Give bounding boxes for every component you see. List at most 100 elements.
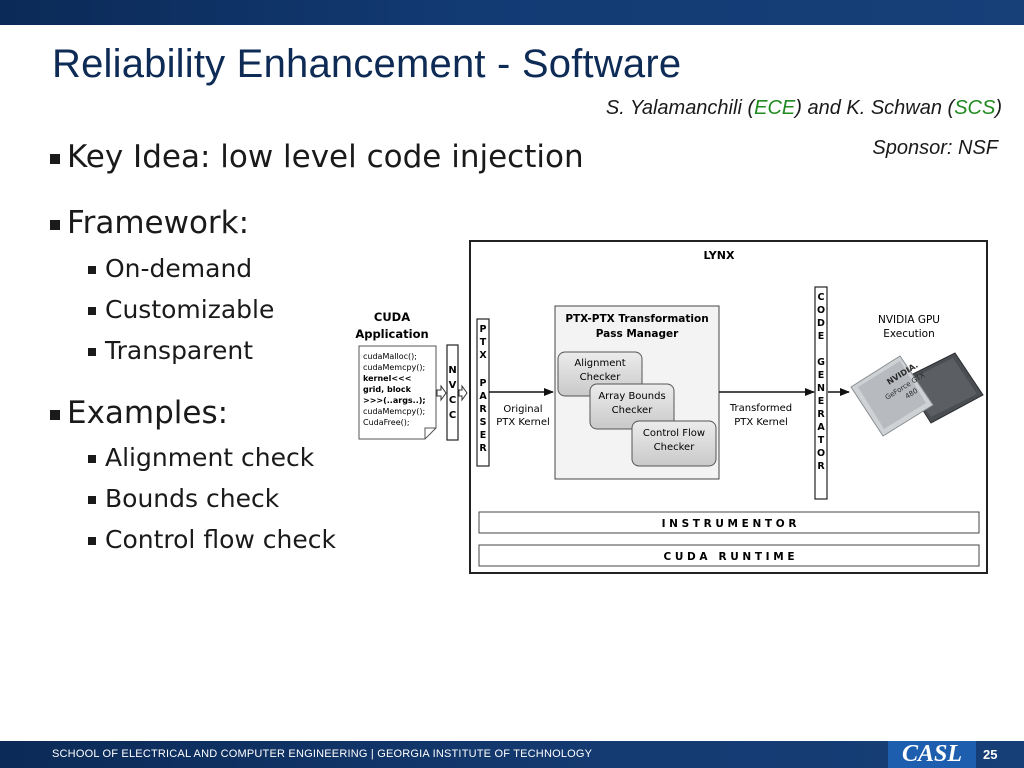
nvcc-letter: C <box>449 410 456 421</box>
ptx-parser-letter: E <box>480 430 487 441</box>
ptx-parser-letter: A <box>479 391 487 402</box>
code-line: cudaMemcpy(); <box>363 363 425 372</box>
code-generator-box <box>814 286 828 500</box>
code-line: >>>(..args..); <box>363 396 426 405</box>
checker-label: Checker <box>580 372 622 383</box>
nvcc-letter: V <box>449 380 457 391</box>
sub-bullet-text: Transparent <box>105 336 254 365</box>
bullet-square-icon <box>88 537 96 545</box>
bullet-text: Framework: <box>67 205 250 241</box>
bullet-framework: Framework: <box>50 205 249 241</box>
bullet-square-icon <box>88 266 96 274</box>
nvcc-box <box>446 344 459 441</box>
cuda-runtime-bar <box>478 544 980 567</box>
gpu-label-2: Execution <box>883 328 935 340</box>
bullet-square-icon <box>50 410 60 420</box>
code-generator-letter: E <box>818 370 825 381</box>
casl-logo: CASL <box>888 741 976 768</box>
page-number: 25 <box>983 747 998 762</box>
checker-label: Alignment <box>574 358 625 369</box>
code-generator-letter: O <box>817 305 825 316</box>
footer-text: SCHOOL OF ELECTRICAL AND COMPUTER ENGINE… <box>52 748 593 760</box>
code-generator-letter: E <box>818 396 825 407</box>
pass-manager-title-1: PTX-PTX Transformation <box>565 313 708 325</box>
authors-text-2: ) and K. Schwan ( <box>795 97 955 119</box>
page-fold-icon <box>424 427 436 439</box>
control-flow-checker <box>631 420 717 467</box>
hollow-arrow-icon <box>436 384 447 402</box>
ptx-parser-letter: P <box>480 378 487 389</box>
checker-label: Array Bounds <box>598 391 665 402</box>
dept-ece: ECE <box>754 97 796 119</box>
code-generator-letter: R <box>817 409 825 420</box>
original-kernel-label-2: PTX Kernel <box>496 417 550 428</box>
cuda-app-label-1: CUDA <box>374 310 410 324</box>
ptx-parser-letter: X <box>479 350 487 361</box>
ptx-parser-letter: R <box>479 404 487 415</box>
instrumentor-bar <box>478 511 980 534</box>
sub-bullet-alignment: Alignment check <box>88 443 314 472</box>
slide-title: Reliability Enhancement - Software <box>52 42 682 86</box>
code-generator-letter: N <box>817 383 825 394</box>
authors-text-3: ) <box>995 97 1002 119</box>
ptx-parser-letter: P <box>480 324 487 335</box>
hollow-arrow-icon <box>458 384 468 402</box>
sub-bullet-bounds: Bounds check <box>88 484 279 513</box>
bullet-square-icon <box>50 154 60 164</box>
code-generator-letter: O <box>817 448 825 459</box>
code-generator-letter: T <box>818 435 825 446</box>
bullet-key-idea: Key Idea: low level code injection <box>50 139 584 175</box>
bullet-square-icon <box>50 220 60 230</box>
nvcc-letter: C <box>449 395 456 406</box>
nvcc-letter: N <box>448 365 456 376</box>
bullet-square-icon <box>88 455 96 463</box>
authors-text-1: S. Yalamanchili ( <box>605 97 755 119</box>
sub-bullet-transparent: Transparent <box>88 336 253 365</box>
code-line: kernel<<< <box>363 374 411 383</box>
bullet-square-icon <box>88 348 96 356</box>
sub-bullet-text: Customizable <box>105 295 275 324</box>
cuda-runtime-label: C U D A R U N T I M E <box>663 551 794 563</box>
authors-line: S. Yalamanchili (ECE) and K. Schwan (SCS… <box>606 97 1002 120</box>
cuda-app-label-2: Application <box>355 327 428 341</box>
transformed-kernel-label-1: Transformed <box>729 403 792 414</box>
gpu-chip-icon: NVIDIA. GeForce GTX 480 <box>850 352 984 437</box>
checker-label: Checker <box>612 405 654 416</box>
bullet-text: Examples: <box>67 395 229 431</box>
sub-bullet-on-demand: On-demand <box>88 254 252 283</box>
lynx-diagram: LYNX CUDA Application cudaMalloc(); cuda… <box>355 240 988 574</box>
original-kernel-label-1: Original <box>503 404 542 415</box>
ptx-parser-letter: R <box>479 443 487 454</box>
sub-bullet-text: Alignment check <box>105 443 315 472</box>
sub-bullet-text: Control flow check <box>105 525 336 554</box>
pass-manager-title-2: Pass Manager <box>596 328 679 340</box>
code-generator-letter: C <box>818 292 825 303</box>
transformed-kernel-label-2: PTX Kernel <box>734 417 788 428</box>
code-line: cudaMalloc(); <box>363 352 417 361</box>
footer-bar: SCHOOL OF ELECTRICAL AND COMPUTER ENGINE… <box>0 741 1024 768</box>
ptx-parser-letter: S <box>480 417 487 428</box>
ptx-parser-letter: T <box>480 337 487 348</box>
instrumentor-label: I N S T R U M E N T O R <box>662 518 797 530</box>
code-generator-letter: D <box>817 318 825 329</box>
code-generator-letter: G <box>817 357 825 368</box>
bullet-text: Key Idea: low level code injection <box>67 139 584 175</box>
gpu-label-1: NVIDIA GPU <box>878 314 940 326</box>
code-line: CudaFree(); <box>363 418 410 427</box>
bullet-examples: Examples: <box>50 395 228 431</box>
sponsor-line: Sponsor: NSF <box>872 137 998 159</box>
code-document <box>358 345 437 440</box>
code-generator-letter: R <box>817 461 825 472</box>
code-generator-letter: E <box>818 331 825 342</box>
bullet-square-icon <box>88 496 96 504</box>
code-line: cudaMemcpy(); <box>363 407 425 416</box>
sub-bullet-text: On-demand <box>105 254 253 283</box>
code-generator-letter: A <box>817 422 825 433</box>
top-bar <box>0 0 1024 25</box>
lynx-label: LYNX <box>704 249 735 262</box>
dept-scs: SCS <box>954 97 996 119</box>
bullet-square-icon <box>88 307 96 315</box>
sub-bullet-control-flow: Control flow check <box>88 525 336 554</box>
checker-label: Control Flow <box>643 428 705 439</box>
code-line: grid, block <box>363 385 412 394</box>
